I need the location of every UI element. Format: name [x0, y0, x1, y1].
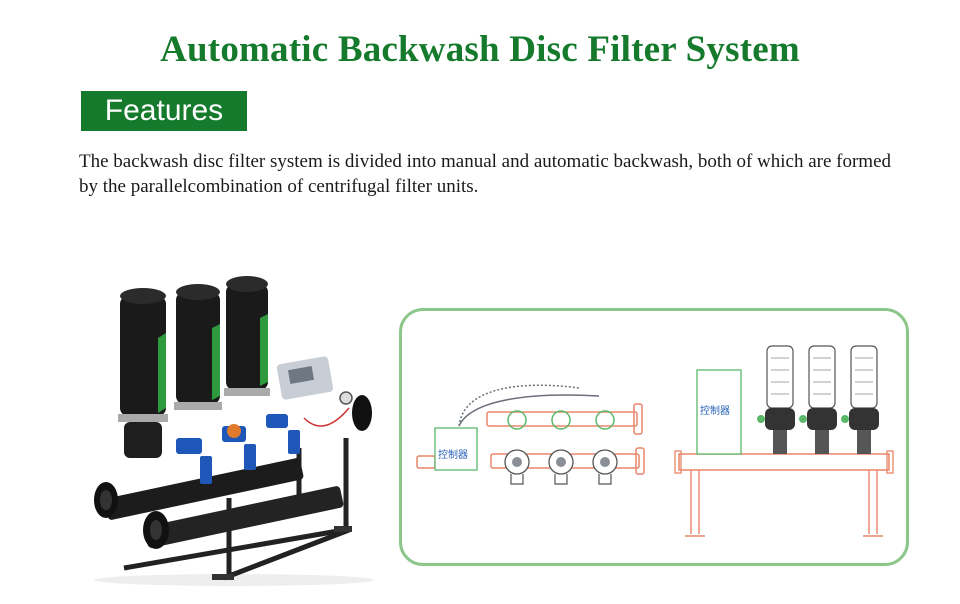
pressure-gauge — [339, 391, 353, 405]
features-heading: Features — [81, 91, 247, 131]
plan-view — [416, 384, 645, 475]
product-photo — [94, 276, 374, 586]
controller-box — [276, 356, 334, 400]
filter-housing-3 — [224, 276, 270, 396]
schematic-frame — [399, 308, 909, 566]
header-pipes — [94, 395, 372, 549]
filter-housing-1 — [118, 288, 168, 458]
schematic-diagram: 控制器 控制器 — [416, 345, 894, 537]
controller-label-right: 控制器 — [700, 404, 730, 417]
orange-valve-handle — [227, 424, 241, 438]
feature-description: The backwash disc filter system is divid… — [79, 151, 892, 197]
page-title: Automatic Backwash Disc Filter System — [160, 29, 800, 70]
controller-left: 控制器 — [434, 427, 478, 471]
elevation-filter-units — [757, 345, 879, 454]
elevation-view: 控制器 — [674, 345, 894, 537]
controller-label-left: 控制器 — [438, 448, 468, 461]
filter-housing-2 — [174, 284, 222, 410]
plan-filter-units — [504, 410, 618, 485]
